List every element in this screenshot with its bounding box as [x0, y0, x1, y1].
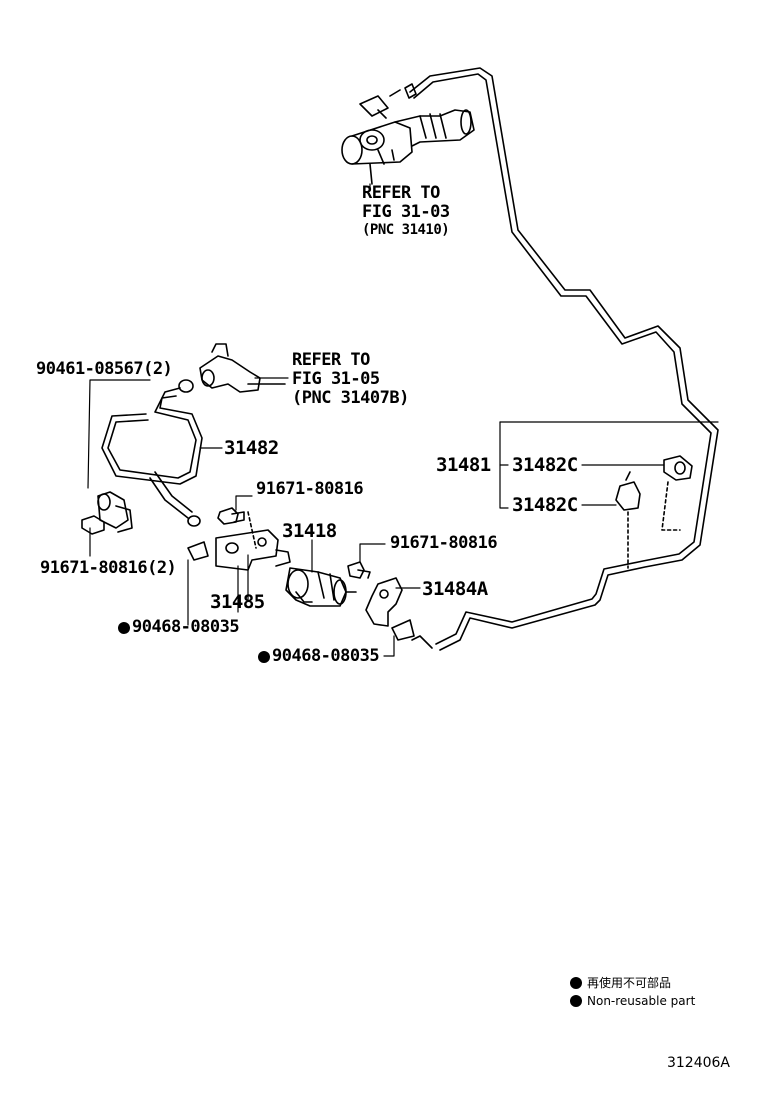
bracket-31485: [187, 511, 291, 571]
legend-row-jp: 再使用不可部品: [570, 974, 671, 991]
non-reusable-dot: [118, 621, 130, 634]
part-label-31485: 31485: [210, 591, 265, 613]
refer-mid-line3: (PNC 31407B): [292, 388, 409, 408]
part-label-90468-a: 90468-08035: [118, 617, 240, 637]
part-label-31482c-upper: 31482C: [512, 454, 578, 476]
legend-dot-icon: [570, 995, 582, 1007]
clip-31482c-lower: [615, 471, 641, 569]
refer-top-line1: REFER TO: [362, 183, 440, 203]
figure-code: 312406A: [666, 1055, 730, 1071]
clip-31482c-upper: [661, 455, 693, 531]
leader-lines: [87, 183, 719, 657]
part-number-90468-a: 90468-08035: [132, 617, 240, 637]
bracket-31484a: [365, 577, 433, 649]
part-label-31484a: 31484A: [422, 578, 488, 600]
part-label-90468-b: 90468-08035: [258, 646, 380, 666]
legend-dot-icon: [570, 976, 582, 989]
legend-text-jp: 再使用不可部品: [587, 976, 672, 990]
non-reusable-dot: [258, 650, 270, 663]
clutch-tube-main: [409, 67, 719, 651]
part-label-91671-a: 91671-80816: [256, 479, 364, 499]
part-label-31482: 31482: [224, 437, 279, 459]
bolt-91671-b: [347, 561, 371, 579]
part-number-90468-b: 90468-08035: [272, 646, 380, 666]
release-cylinder: [285, 567, 357, 607]
part-label-31418: 31418: [282, 520, 337, 542]
left-bracket-clip: [81, 491, 133, 535]
part-label-31481: 31481: [436, 454, 491, 476]
refer-top-line2: FIG 31-03: [362, 202, 450, 222]
part-label-90461: 90461-08567(2): [36, 359, 173, 379]
legend-row-en: Non-reusable part: [570, 994, 695, 1008]
part-label-91671-b: 91671-80816: [390, 533, 498, 553]
refer-top-line3: (PNC 31410): [362, 222, 450, 238]
union-fitting: [199, 343, 286, 393]
part-label-31482c-lower: 31482C: [512, 494, 578, 516]
clutch-master-cylinder: [341, 83, 475, 185]
flex-hose-loop: [101, 379, 203, 527]
bolt-91671-a: [217, 507, 245, 525]
refer-mid-line1: REFER TO: [292, 350, 370, 370]
legend-text-en: Non-reusable part: [587, 994, 696, 1008]
refer-mid-line2: FIG 31-05: [292, 369, 380, 389]
part-label-91671-c: 91671-80816(2): [40, 558, 177, 578]
